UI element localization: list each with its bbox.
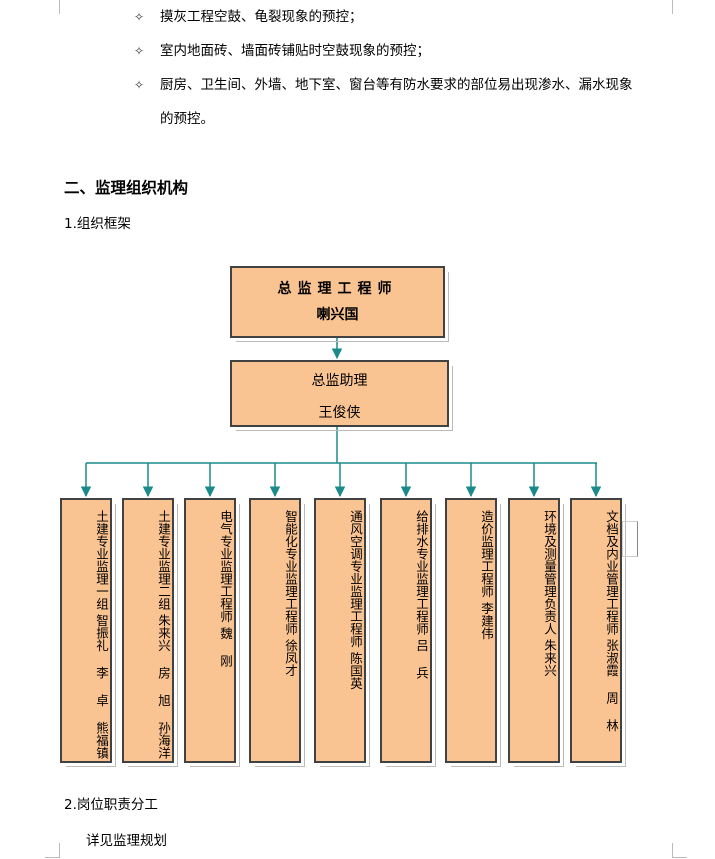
member-role: 造价监理工程师 [479, 510, 494, 598]
member-box: 通风空调专业监理工程师陈国英 [314, 498, 370, 767]
member-names: 李建伟 [479, 601, 494, 640]
member-role: 土建专业监理一组 [94, 510, 109, 610]
member-text: 土建专业监理二组朱来兴 房 旭 孙海洋 [124, 510, 172, 760]
member-box: 土建专业监理二组朱来兴 房 旭 孙海洋 [122, 498, 178, 767]
member-text: 给排水专业监理工程师吕 兵 [382, 510, 430, 760]
member-names: 张淑霞 周 林 [604, 639, 619, 732]
member-role: 土建专业监理二组 [156, 510, 171, 610]
member-box: 土建专业监理一组智振礼 李 卓 熊福镇 [60, 498, 116, 767]
page-corner-mark [45, 0, 60, 14]
bullet-text: 厨房、卫生间、外墙、地下室、窗台等有防水要求的部位易出现渗水、漏水现象 [160, 77, 633, 93]
member-text: 造价监理工程师李建伟 [447, 510, 495, 760]
member-text: 环境及测量管理负责人朱来兴 [510, 510, 558, 760]
bullet-item: ✧ 厨房、卫生间、外墙、地下室、窗台等有防水要求的部位易出现渗水、漏水现象 [134, 75, 633, 95]
text-cursor-marker [622, 521, 638, 557]
member-box: 给排水专业监理工程师吕 兵 [380, 498, 436, 767]
diamond-bullet-icon: ✧ [134, 10, 145, 24]
assistant-box: 总监助理 王俊侠 [230, 360, 453, 431]
duties-text: 详见监理规划 [86, 833, 167, 849]
chief-title: 总监理工程师 [277, 281, 398, 297]
page-corner-mark [45, 843, 60, 858]
subheading-duties: 2.岗位职责分工 [64, 797, 158, 813]
assistant-name: 王俊侠 [318, 405, 361, 421]
member-box: 电气专业监理工程师魏 刚 [184, 498, 240, 767]
member-names: 吕 兵 [414, 639, 429, 679]
member-names: 徐凤才 [283, 639, 298, 677]
member-text: 电气专业监理工程师魏 刚 [186, 510, 234, 760]
chief-name: 喇兴国 [316, 307, 359, 323]
member-box: 文档及内业管理工程师张淑霞 周 林 [570, 498, 626, 767]
member-names: 陈国英 [348, 651, 363, 690]
member-names: 朱来兴 [542, 639, 557, 677]
member-role: 给排水专业监理工程师 [414, 510, 429, 635]
member-role: 环境及测量管理负责人 [542, 510, 557, 635]
member-names: 智振礼 李 卓 熊福镇 [94, 614, 109, 759]
chief-engineer-box: 总监理工程师 喇兴国 [230, 266, 449, 342]
subheading-org-framework: 1.组织框架 [64, 216, 131, 232]
bullet-item: ✧ 摸灰工程空鼓、龟裂现象的预控； [134, 7, 363, 27]
page-corner-mark [672, 0, 687, 14]
member-box: 造价监理工程师李建伟 [445, 498, 501, 767]
assistant-title: 总监助理 [311, 373, 368, 389]
member-names: 朱来兴 房 旭 孙海洋 [156, 614, 171, 759]
member-text: 智能化专业监理工程师徐凤才 [251, 510, 299, 760]
member-names: 魏 刚 [218, 626, 233, 667]
bullet-text: 室内地面砖、墙面砖铺贴时空鼓现象的预控； [160, 43, 430, 59]
member-role: 电气专业监理工程师 [218, 510, 233, 623]
bullet-text: 摸灰工程空鼓、龟裂现象的预控； [160, 9, 363, 25]
diamond-bullet-icon: ✧ [134, 78, 145, 92]
member-role: 通风空调专业监理工程师 [348, 510, 363, 648]
section-heading: 二、监理组织机构 [64, 179, 189, 197]
member-box: 环境及测量管理负责人朱来兴 [508, 498, 564, 767]
page-corner-mark [672, 843, 687, 858]
bullet-continuation: 的预控。 [160, 111, 214, 127]
bullet-item: ✧ 室内地面砖、墙面砖铺贴时空鼓现象的预控； [134, 41, 430, 61]
member-text: 文档及内业管理工程师张淑霞 周 林 [572, 510, 620, 760]
diamond-bullet-icon: ✧ [134, 44, 145, 58]
member-role: 文档及内业管理工程师 [604, 510, 619, 635]
member-box: 智能化专业监理工程师徐凤才 [249, 498, 305, 767]
member-text: 通风空调专业监理工程师陈国英 [316, 510, 364, 760]
member-role: 智能化专业监理工程师 [283, 510, 298, 635]
member-text: 土建专业监理一组智振礼 李 卓 熊福镇 [62, 510, 110, 760]
